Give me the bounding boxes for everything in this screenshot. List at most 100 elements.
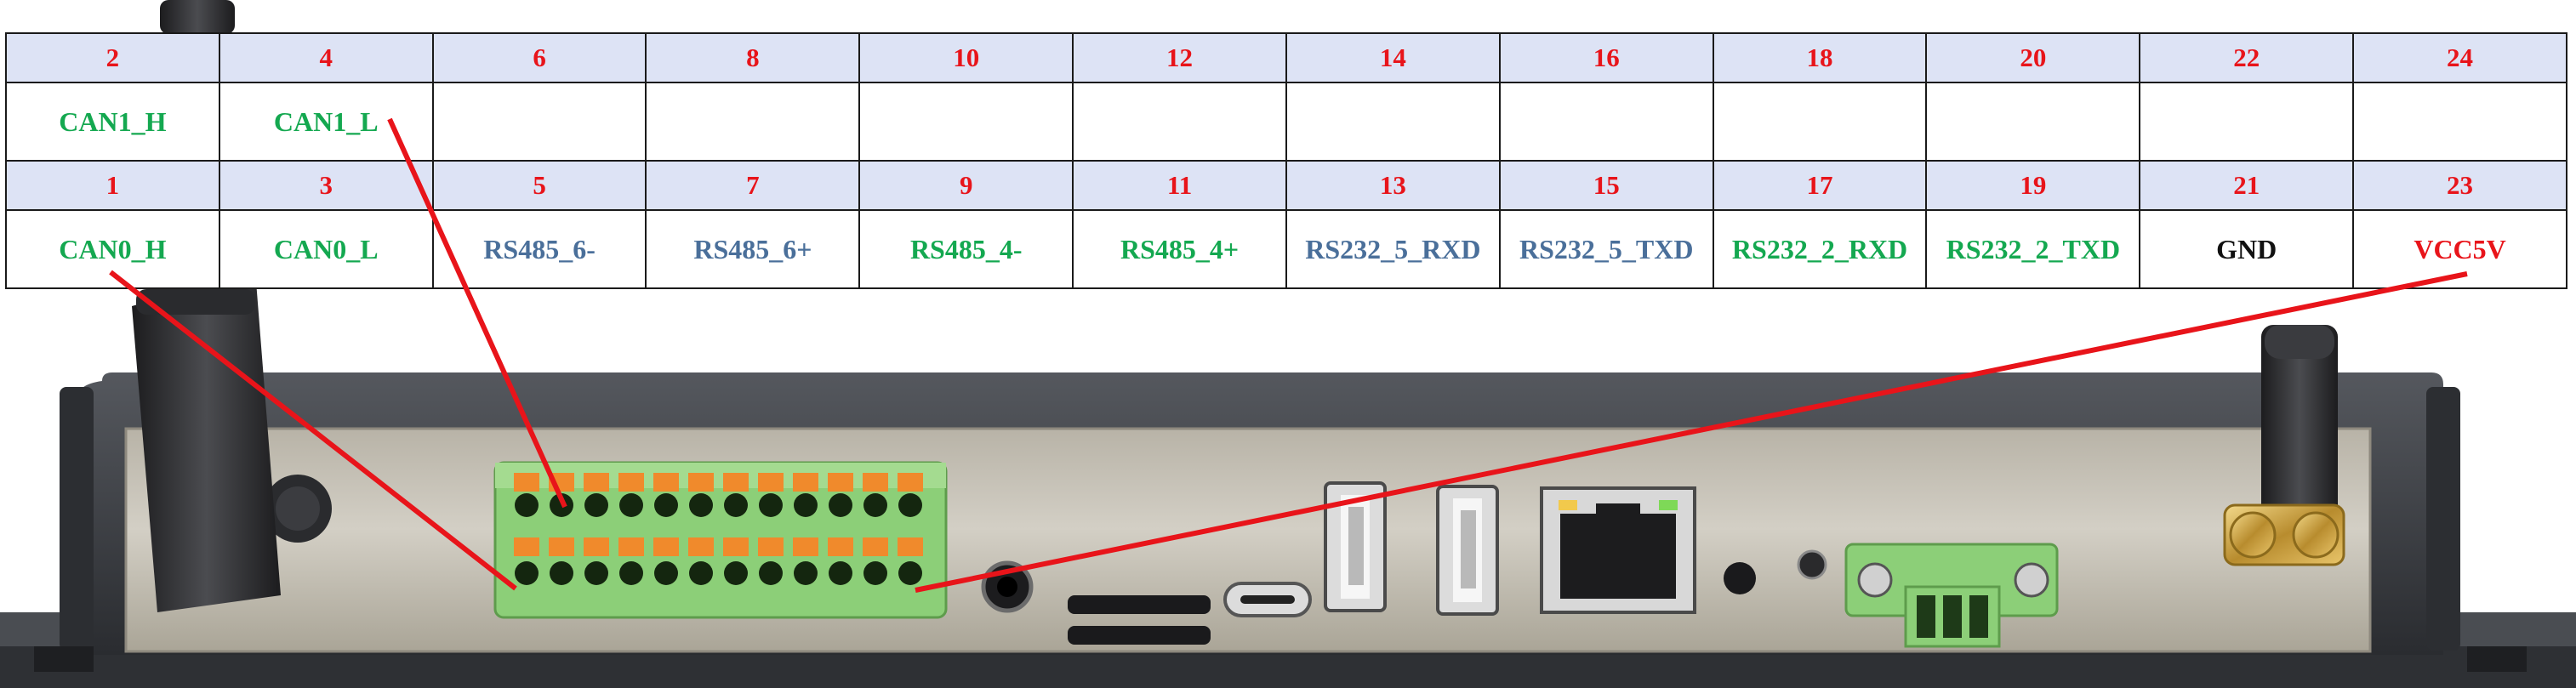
signal-name-cell — [1925, 82, 2141, 162]
pin-number-cell: 23 — [2352, 160, 2567, 211]
terminal-hole — [654, 561, 678, 585]
terminal-hole — [829, 561, 852, 585]
pin-number-cell: 14 — [1285, 32, 1501, 83]
signal-name-cell: RS232_2_RXD — [1712, 209, 1928, 289]
release-tab — [793, 473, 818, 492]
release-tab — [898, 473, 923, 492]
led-icon — [1724, 562, 1756, 594]
pin-number-cell: 3 — [218, 160, 434, 211]
signal-name-cell — [1072, 82, 1287, 162]
pin-number-cell: 4 — [218, 32, 434, 83]
pin-number-cell: 21 — [2139, 160, 2355, 211]
pin-number-cell: 7 — [645, 160, 861, 211]
release-tab — [549, 537, 574, 556]
pin-number-cell: 11 — [1072, 160, 1287, 211]
release-tab — [828, 537, 853, 556]
signal-name-cell: RS232_2_TXD — [1925, 209, 2141, 289]
signal-name-cell: VCC5V — [2352, 209, 2567, 289]
pin-number-cell: 1 — [5, 160, 220, 211]
terminal-hole — [515, 493, 539, 517]
terminal-hole — [829, 493, 852, 517]
signal-name-cell: RS232_5_RXD — [1285, 209, 1501, 289]
terminal-hole — [794, 561, 818, 585]
terminal-hole — [515, 561, 539, 585]
pin-number-cell: 13 — [1285, 160, 1501, 211]
terminal-hole — [584, 561, 608, 585]
terminal-hole — [794, 493, 818, 517]
terminal-hole — [619, 493, 643, 517]
signal-name-cell — [431, 82, 647, 162]
terminal-hole — [724, 493, 748, 517]
terminal-hole — [584, 493, 608, 517]
release-tab — [863, 537, 888, 556]
release-tab — [688, 537, 714, 556]
release-tab — [584, 537, 609, 556]
rj45-port-icon — [1540, 486, 1696, 614]
release-tab — [758, 473, 784, 492]
signal-name-cell — [2139, 82, 2355, 162]
pin-number-cell: 16 — [1498, 32, 1714, 83]
signal-name-cell: RS485_6+ — [645, 209, 861, 289]
antenna-icon — [132, 270, 281, 612]
signal-name-cell — [2352, 82, 2567, 162]
terminal-hole — [863, 561, 887, 585]
release-tab — [898, 537, 923, 556]
pin-number-cell: 18 — [1712, 32, 1928, 83]
signal-name-cell: CAN0_L — [218, 209, 434, 289]
pin-number-cell: 8 — [645, 32, 861, 83]
terminal-hole — [689, 561, 713, 585]
signal-name-cell: RS232_5_TXD — [1498, 209, 1714, 289]
terminal-hole — [898, 561, 922, 585]
release-tab — [514, 473, 539, 492]
signal-name-cell — [1285, 82, 1501, 162]
release-tab — [549, 473, 574, 492]
pin-number-cell: 17 — [1712, 160, 1928, 211]
release-tab — [828, 473, 853, 492]
usb-a-port-icon — [1324, 481, 1387, 612]
terminal-block — [493, 461, 948, 619]
release-tab — [653, 537, 679, 556]
terminal-hole — [898, 493, 922, 517]
release-tab — [653, 473, 679, 492]
terminal-hole — [550, 561, 573, 585]
release-tab — [584, 473, 609, 492]
pin-number-cell: 20 — [1925, 32, 2141, 83]
pin-number-cell: 12 — [1072, 32, 1287, 83]
signal-name-cell — [1498, 82, 1714, 162]
release-tab — [723, 537, 749, 556]
pin-number-cell: 6 — [431, 32, 647, 83]
signal-name-cell: RS485_4+ — [1072, 209, 1287, 289]
release-tab — [618, 473, 644, 492]
signal-name-cell: CAN1_L — [218, 82, 434, 162]
signal-name-cell — [645, 82, 861, 162]
pin-number-cell: 10 — [858, 32, 1074, 83]
pin-number-cell: 2 — [5, 32, 220, 83]
terminal-hole — [689, 493, 713, 517]
terminal-hole — [863, 493, 887, 517]
terminal-hole — [759, 561, 783, 585]
release-tab — [514, 537, 539, 556]
signal-name-cell: CAN1_H — [5, 82, 220, 162]
release-tab — [618, 537, 644, 556]
release-tab — [758, 537, 784, 556]
pin-number-cell: 24 — [2352, 32, 2567, 83]
signal-name-cell: RS485_6- — [431, 209, 647, 289]
terminal-hole — [724, 561, 748, 585]
pin-number-cell: 22 — [2139, 32, 2355, 83]
usb-a-port-icon — [1436, 485, 1499, 616]
io-panel — [124, 427, 2372, 653]
release-tab — [723, 473, 749, 492]
signal-name-cell — [858, 82, 1074, 162]
pin-number-cell: 15 — [1498, 160, 1714, 211]
led-icon — [1797, 549, 1827, 580]
release-tab — [793, 537, 818, 556]
pin-number-cell: 5 — [431, 160, 647, 211]
sd-slot-icon — [1068, 595, 1211, 645]
terminal-hole — [759, 493, 783, 517]
sma-connector-icon — [2223, 503, 2345, 566]
